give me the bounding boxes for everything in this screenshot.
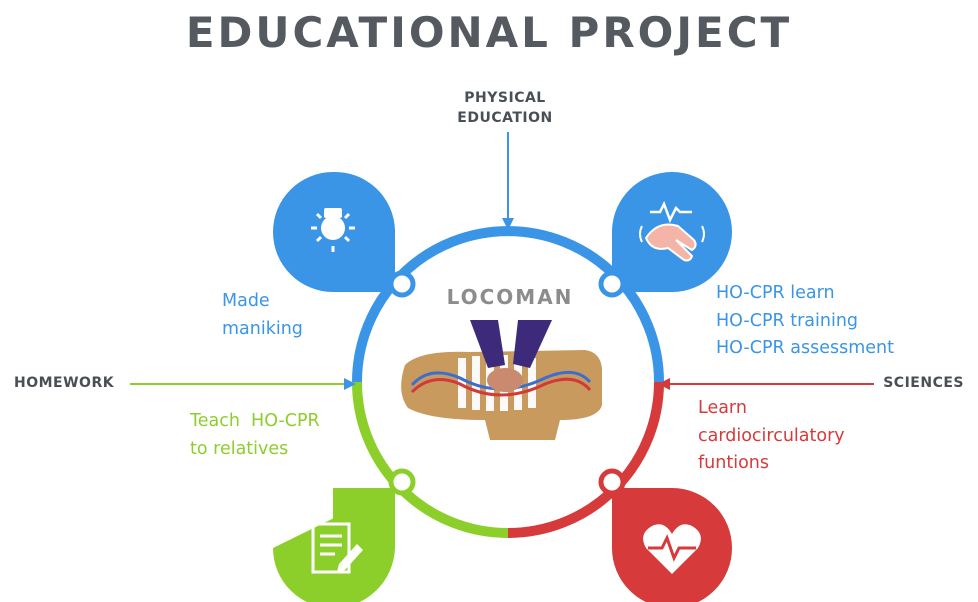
text-line: Learn: [698, 398, 747, 418]
arrow-left: [130, 378, 356, 390]
input-label-top-line1: PHYSICAL: [464, 90, 546, 106]
ring-node-bottom-left: [388, 468, 416, 496]
center-title: LOCOMAN: [446, 285, 574, 309]
ring-node-bottom-right: [598, 468, 626, 496]
text-line: maniking: [222, 318, 303, 339]
text-line: Teach HO-CPR: [190, 411, 320, 431]
text-line: cardiocirculatory: [698, 425, 845, 446]
quadrant-text-top-right: HO-CPR learn HO-CPR training HO-CPR asse…: [716, 280, 894, 363]
text-line: HO-CPR learn: [716, 283, 835, 303]
quadrant-text-top-left: Made maniking: [222, 288, 303, 343]
lightbulb-icon: [311, 208, 355, 252]
heart-pulse-icon: [643, 524, 701, 574]
input-label-homework: HOMEWORK: [14, 375, 115, 391]
document-edit-icon: [311, 522, 363, 574]
text-line: Made: [222, 291, 270, 311]
input-label-sciences: SCIENCES: [883, 375, 964, 391]
cpr-hands-icon: [639, 200, 705, 262]
ring-node-top-left: [388, 270, 416, 298]
quadrant-text-bottom-right: Learn cardiocirculatory funtions: [698, 395, 845, 478]
text-line: funtions: [698, 453, 769, 473]
text-line: HO-CPR training: [716, 310, 859, 331]
ring-arc-top: [352, 226, 664, 383]
input-label-physical-education: PHYSICAL EDUCATION: [430, 88, 580, 128]
text-line: to relatives: [190, 438, 289, 459]
input-label-top-line2: EDUCATION: [457, 110, 553, 126]
arrow-right: [658, 378, 874, 390]
ring-node-top-right: [598, 270, 626, 298]
quadrant-text-bottom-left: Teach HO-CPR to relatives: [190, 408, 320, 463]
arrow-top: [502, 132, 514, 230]
page-title: EDUCATIONAL PROJECT: [185, 8, 793, 57]
text-line: HO-CPR assessment: [716, 338, 894, 358]
